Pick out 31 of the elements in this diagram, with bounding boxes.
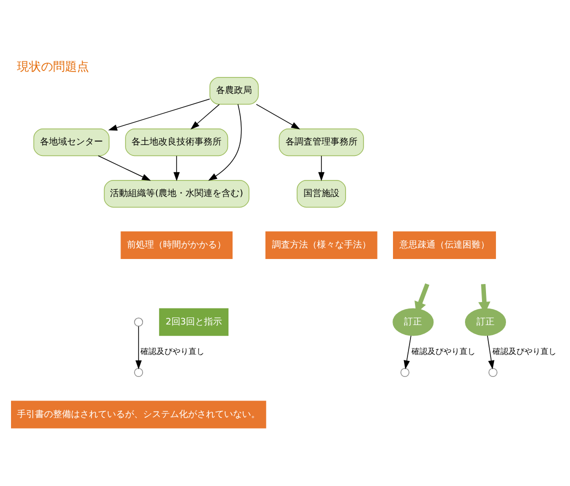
arrow — [318, 156, 324, 182]
arrow — [208, 104, 242, 181]
node-circle — [400, 368, 410, 377]
arrow — [98, 155, 151, 181]
node-box: 各農政局 — [209, 77, 259, 105]
edge-label: 確認及びやり直し — [492, 346, 557, 356]
node-circle — [488, 368, 498, 377]
arrow — [174, 156, 180, 182]
arrow — [135, 326, 142, 370]
node-box: 各土地改良技術事務所 — [125, 128, 228, 156]
node-box: 2回3回と指示 — [159, 308, 228, 336]
arrow — [487, 335, 494, 370]
edge-label: 確認及びやり直し — [411, 346, 476, 356]
node-box: 調査方法（様々な手法） — [265, 231, 378, 260]
node-box: 活動組織等(農地・水関連を含む) — [104, 180, 250, 208]
node-circle — [134, 318, 144, 327]
node-box: 前処理（時間がかかる） — [120, 231, 233, 260]
arrow — [256, 104, 300, 130]
node-ellipse: 訂正 — [464, 308, 506, 336]
node-box: 国営施設 — [296, 180, 346, 208]
node-box: 意思疎通（伝達困難） — [392, 231, 496, 260]
node-box: 手引書の整備はされているが、システム化がされていない。 — [11, 400, 266, 428]
node-circle — [134, 368, 144, 377]
node-box: 各調査管理事務所 — [278, 128, 364, 156]
edge-label: 確認及びやり直し — [140, 346, 205, 356]
arrow — [108, 98, 210, 131]
node-box: 各地域センター — [33, 128, 110, 156]
arrow — [190, 104, 220, 130]
node-ellipse: 訂正 — [392, 308, 434, 336]
diagram-title: 現状の問題点 — [17, 60, 90, 74]
arrow — [404, 335, 412, 370]
